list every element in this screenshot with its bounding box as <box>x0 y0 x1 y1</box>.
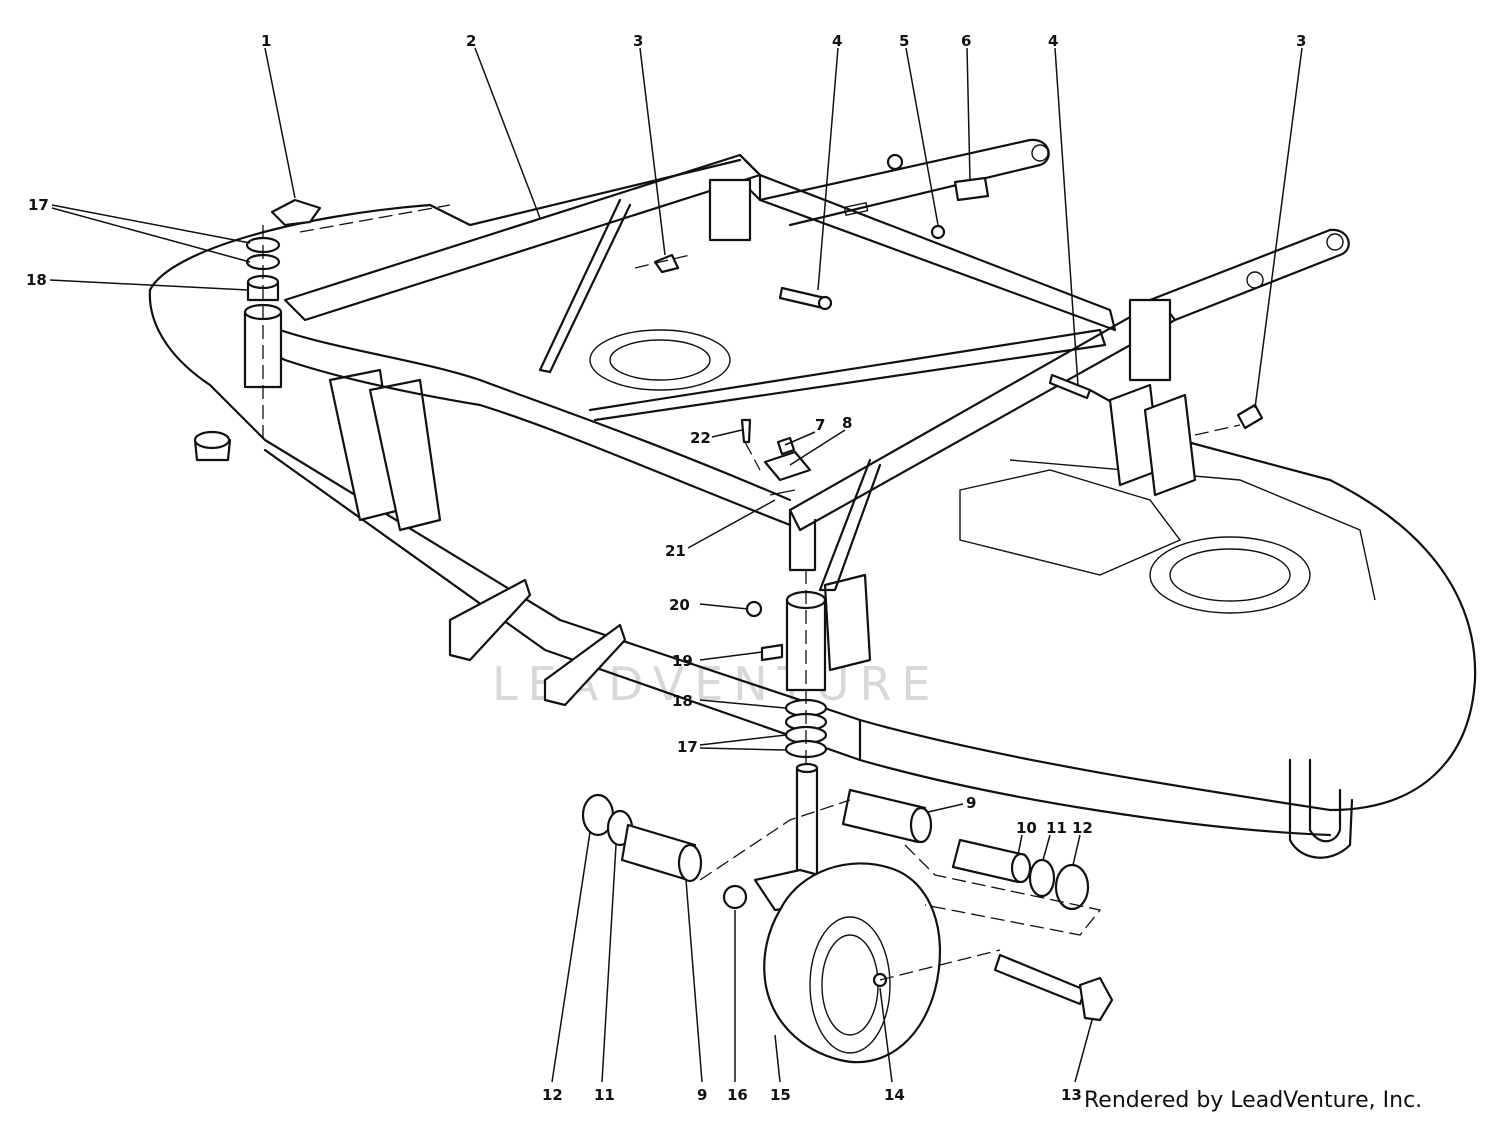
nut-part-7 <box>776 436 796 456</box>
callout-labels: 1 2 3 4 5 6 4 3 17 18 22 7 8 21 20 19 18… <box>26 32 1306 1104</box>
callout-16: 16 <box>727 1086 748 1104</box>
callout-4: 4 <box>1048 32 1058 50</box>
clip-part-1 <box>270 198 322 227</box>
washer-part-12-right <box>1054 863 1090 911</box>
washer-part-11-right <box>1028 858 1056 898</box>
deck-housing <box>148 158 1477 859</box>
callout-20: 20 <box>669 596 690 614</box>
caster-spindle <box>795 766 819 885</box>
clip-part-3-left <box>653 253 680 274</box>
callout-4: 4 <box>832 32 842 50</box>
grease-fitting-part-19 <box>760 643 784 662</box>
callout-10: 10 <box>1016 819 1037 837</box>
render-credit: Rendered by LeadVenture, Inc. <box>1084 1088 1423 1113</box>
callout-7: 7 <box>815 416 825 434</box>
callout-19: 19 <box>672 652 693 670</box>
callout-3: 3 <box>633 32 643 50</box>
callout-18: 18 <box>672 692 693 710</box>
callout-13: 13 <box>1061 1086 1082 1104</box>
callout-22: 22 <box>690 429 711 447</box>
callout-17: 17 <box>28 196 49 214</box>
callout-15: 15 <box>770 1086 791 1104</box>
callout-11: 11 <box>594 1086 615 1104</box>
callout-12: 12 <box>1072 819 1093 837</box>
callout-12: 12 <box>542 1086 563 1104</box>
bushing-part-6 <box>953 176 990 202</box>
callout-9: 9 <box>966 794 976 812</box>
hardware-parts <box>193 153 1264 1064</box>
bolt-part-13 <box>993 953 1087 1006</box>
callout-8: 8 <box>842 414 852 432</box>
callout-14: 14 <box>884 1086 905 1104</box>
callout-1: 1 <box>261 32 271 50</box>
leader-lines <box>49 47 1303 1083</box>
callout-6: 6 <box>961 32 971 50</box>
assembly-dashed-lines <box>262 204 1241 981</box>
rear-lift-arms <box>708 138 1350 382</box>
clip-part-3-right <box>1236 403 1264 430</box>
callout-3: 3 <box>1296 32 1306 50</box>
callout-18: 18 <box>26 271 47 289</box>
caster-wheel-part-15 <box>763 862 942 1064</box>
nut-part-5 <box>930 224 946 240</box>
callout-17: 17 <box>677 738 698 756</box>
nut-part-20 <box>745 600 763 618</box>
callout-21: 21 <box>665 542 686 560</box>
bolt-part-22 <box>740 418 752 444</box>
callout-11: 11 <box>1046 819 1067 837</box>
nut-part-16 <box>722 884 748 910</box>
callout-9: 9 <box>697 1086 707 1104</box>
callout-5: 5 <box>899 32 909 50</box>
callout-2: 2 <box>466 32 476 50</box>
